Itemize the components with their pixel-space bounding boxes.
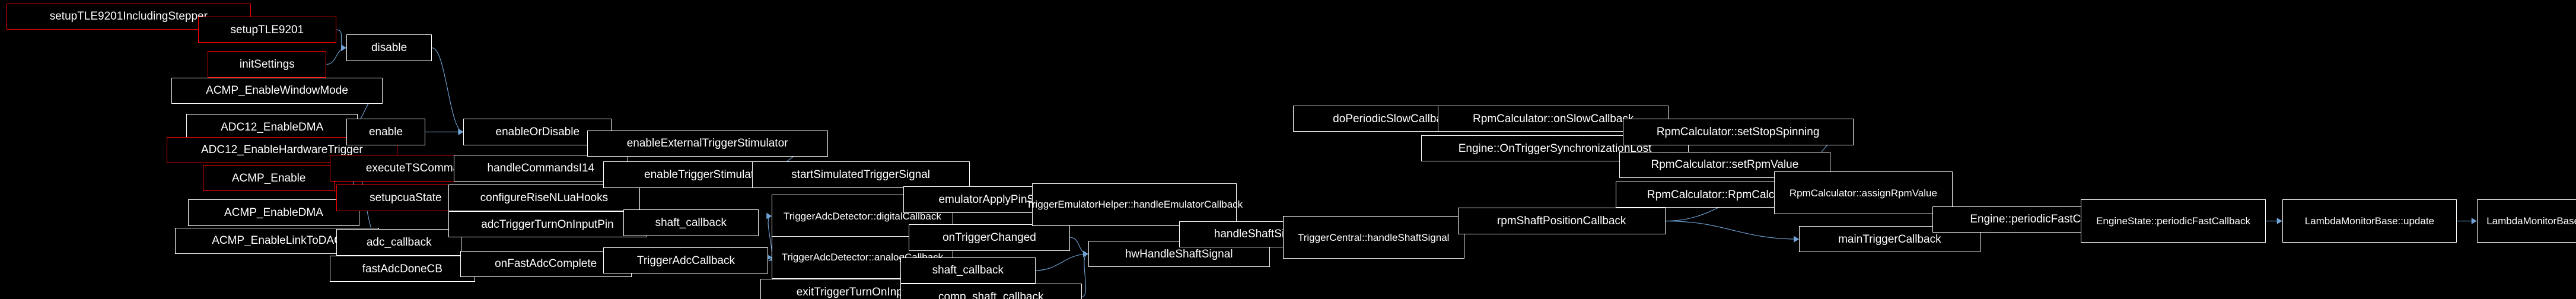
graph-node[interactable]: initSettings [208,51,327,78]
graph-node[interactable]: ACMP_EnableWindowMode [171,77,383,104]
graph-node[interactable]: fastAdcDoneCB [330,255,475,282]
graph-node[interactable]: adc_callback [336,229,462,256]
graph-node[interactable]: setupTLE9201 [198,16,337,43]
graph-node[interactable]: onTriggerChanged [908,224,1071,251]
graph-node[interactable]: TriggerAdcCallback [603,247,769,274]
graph-node[interactable]: shaft_callback [900,257,1036,284]
graph-node[interactable]: disable [346,34,432,61]
graph-node[interactable]: enableOrDisable [463,119,612,145]
graph-node[interactable]: RpmCalculator::assignRpmValue [1774,171,1953,215]
graph-node[interactable]: enableExternalTriggerStimulator [587,130,828,157]
graph-node[interactable]: ACMP_Enable [202,165,335,192]
graph-node[interactable]: rpmShaftPositionCallback [1457,208,1666,234]
graph-node[interactable]: handleCommandsI14 [453,155,629,182]
graph-node[interactable]: onFastAdcComplete [460,250,632,278]
graph-node[interactable]: TriggerCentral::handleShaftSignal [1282,216,1464,259]
graph-node[interactable]: RpmCalculator::setStopSpinning [1622,119,1854,145]
graph-node[interactable]: comp_shaft_callback [900,284,1082,299]
graph-node[interactable]: shaft_callback [623,209,759,236]
graph-node[interactable]: enable [346,119,426,145]
graph-node[interactable]: RpmCalculator::setRpmValue [1619,151,1830,179]
graph-node[interactable]: ADC12_EnableDMA [186,113,358,141]
graph-node[interactable]: startSimulatedTriggerSignal [752,161,970,188]
graph-node[interactable]: configureRiseNLuaHooks [448,185,640,211]
graph-node[interactable]: ADC12_EnableHardwareTrigger [166,136,397,164]
graph-node[interactable]: EngineState::periodicFastCallback [2081,199,2266,243]
graph-node[interactable]: LambdaMonitorBase::update [2282,199,2457,243]
graph-node[interactable]: adcTriggerTurnOnInputPin [448,211,647,238]
graph-node[interactable]: TriggerEmulatorHelper::handleEmulatorCal… [1026,183,1243,226]
graph-node[interactable]: TriggerAdcDetector::analogCallback [772,236,953,279]
graph-node[interactable]: ACMP_EnableDMA [187,199,360,226]
graph-node[interactable]: LambdaMonitorBase::isCurrentlyGood [2476,199,2576,243]
